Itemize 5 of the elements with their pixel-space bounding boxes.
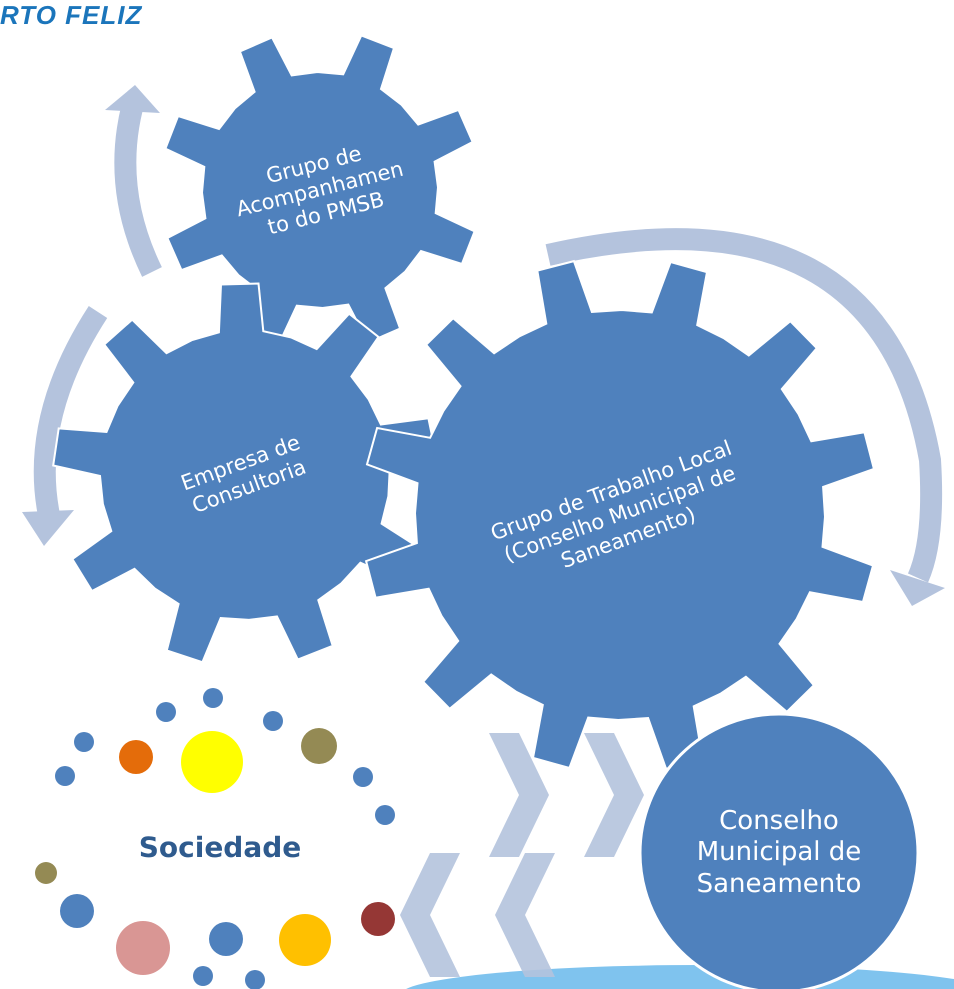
header-text: RTO FELIZ — [0, 0, 142, 31]
chevron-arrow — [400, 853, 555, 977]
node-label: Sociedade — [138, 830, 302, 864]
chevron-arrow — [489, 733, 644, 857]
circle-label: Conselho Municipal de Saneamento — [696, 806, 862, 900]
